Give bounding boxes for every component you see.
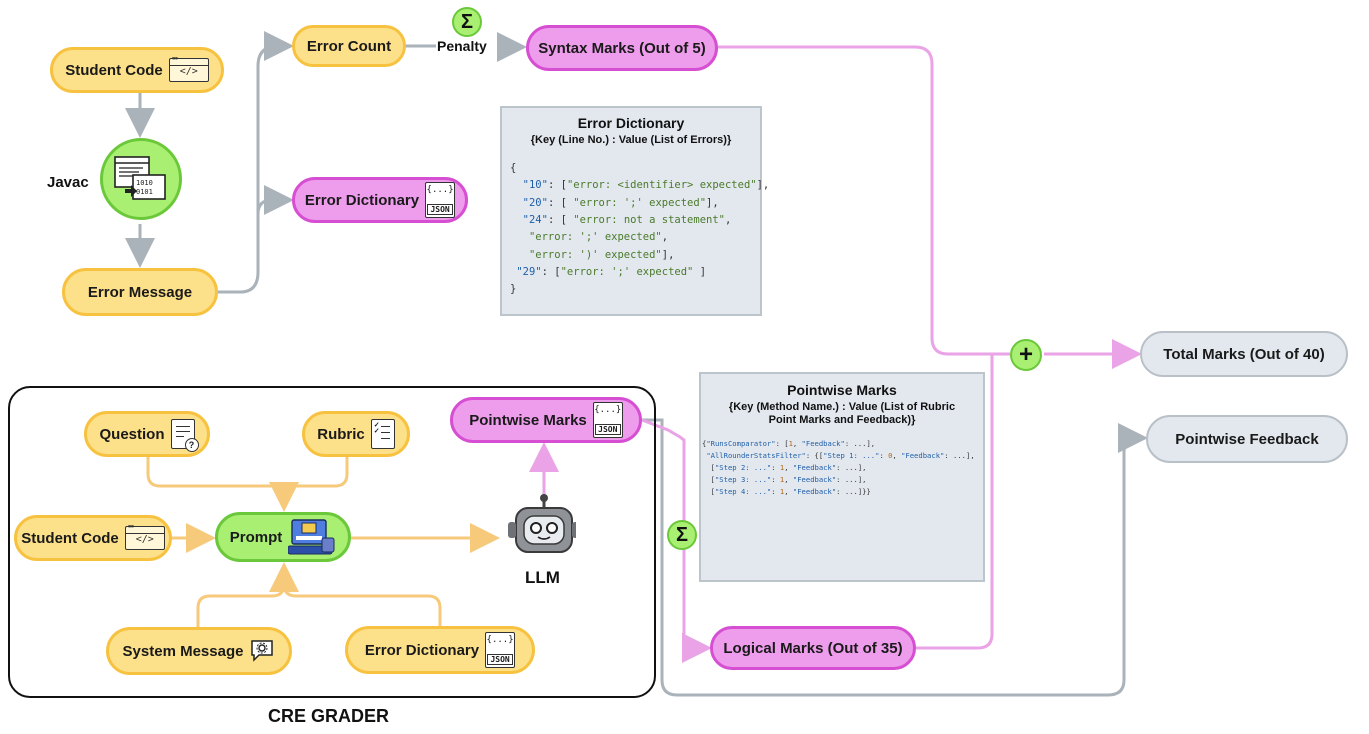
json-file-icon: {...}JSON (592, 402, 623, 438)
student-code-node: Student Code </> (50, 47, 224, 93)
pointwise-code: {"RunsComparator": [1, "Feedback": ...],… (702, 438, 983, 497)
student-code-label: Student Code (65, 61, 163, 79)
arrow-message-to-count (218, 31, 294, 294)
error-dict-line: "error: ')' expected"], (528, 248, 675, 261)
pointwise-feedback-node: Pointwise Feedback (1146, 415, 1348, 463)
question-label: Question (99, 425, 165, 443)
json-file-icon: {...}JSON (485, 632, 516, 668)
pointwise-feedback-label: Pointwise Feedback (1175, 430, 1319, 448)
pointwise-marks-panel: Pointwise Marks {Key (Method Name.) : Va… (699, 372, 985, 582)
prompt-label: Prompt (229, 528, 283, 546)
penalty-label: Penalty (437, 38, 487, 54)
cre-grader-caption: CRE GRADER (268, 706, 390, 726)
error-dict-line: "error: ';' expected", (528, 231, 669, 244)
system-message-node: System Message (106, 627, 292, 675)
error-dict-line: { (510, 162, 517, 174)
system-message-label: System Message (122, 642, 244, 660)
error-dictionary-node: Error Dictionary {...}JSON (292, 177, 468, 223)
pointwise-panel-subtitle-1: {Key (Method Name.) : Value (List of Rub… (728, 401, 956, 413)
error-dictionary-panel-title: Error Dictionary (577, 115, 685, 131)
sum-icon-logical: Σ (667, 520, 697, 550)
arrow-pointwise-feedback (642, 418, 1148, 697)
error-message-label: Error Message (87, 283, 193, 301)
total-marks-label: Total Marks (Out of 40) (1163, 345, 1325, 363)
student-code-input-label: Student Code (21, 529, 119, 547)
arrow-rubric-to-prompt (282, 456, 349, 499)
arrow-message-to-dict (256, 185, 294, 220)
pointwise-panel-subtitle-2: Point Marks and Feedback)} (768, 414, 916, 426)
rubric-node: Rubric ✓ ✓ (302, 411, 410, 457)
javac-circle: 1010 0101 (100, 138, 182, 220)
json-file-icon: {...}JSON (425, 182, 456, 218)
javac-label: Javac (47, 174, 89, 191)
plus-circle: + (1010, 339, 1042, 371)
student-code-input-node: Student Code </> (14, 515, 172, 561)
syntax-marks-label: Syntax Marks (Out of 5) (538, 39, 706, 57)
sum-icon-top: Σ (452, 7, 482, 37)
error-message-node: Error Message (62, 268, 218, 316)
arrow-syntax-to-total (718, 45, 1010, 356)
error-dict-line: } (510, 283, 517, 296)
error-dictionary-panel: Error Dictionary {Key (Line No.) : Value… (500, 106, 770, 316)
pointwise-line: "AllRounderStatsFilter": {["Step 1: ..."… (706, 450, 975, 460)
chat-gear-icon (251, 640, 274, 662)
arrow-errdict-to-prompt (282, 583, 442, 628)
error-dictionary-input-node: Error Dictionary {...}JSON (345, 626, 535, 674)
logical-marks-label: Logical Marks (Out of 35) (723, 639, 903, 657)
rubric-checklist-icon: ✓ ✓ (370, 419, 395, 449)
pointwise-marks-node: Pointwise Marks {...}JSON (450, 397, 642, 443)
prompt-node: Prompt (215, 512, 351, 562)
error-dict-line: "29": ["error: ';' expected" ] (516, 265, 707, 278)
error-dictionary-code: { "10": ["error: <identifier> expected"]… (510, 160, 770, 299)
arrow-logical-to-plus (915, 354, 994, 650)
svg-text:1010: 1010 (136, 179, 153, 187)
rubric-label: Rubric (317, 425, 365, 443)
robot-icon (508, 494, 576, 553)
error-dict-line: "20": [ "error: ';' expected"], (522, 196, 719, 209)
cre-grader-frame (8, 386, 656, 698)
logical-marks-node: Logical Marks (Out of 35) (710, 626, 916, 670)
pointwise-line: {"RunsComparator": [1, "Feedback": ...], (702, 439, 876, 448)
arrow-pointwise-to-logical (641, 418, 712, 663)
pointwise-line: ["Step 4: ...": 1, "Feedback": ...]}} (710, 486, 871, 496)
pointwise-panel-title: Pointwise Marks (787, 382, 897, 398)
error-count-node: Error Count (292, 25, 406, 67)
error-dictionary-input-label: Error Dictionary (364, 641, 480, 659)
pointwise-line: ["Step 2: ...": 1, "Feedback": ...], (710, 462, 867, 472)
prompt-screen-icon (288, 519, 335, 555)
syntax-marks-node: Syntax Marks (Out of 5) (526, 25, 718, 71)
question-node: Question ? (84, 411, 210, 457)
error-dict-line: "24": [ "error: not a statement", (522, 213, 732, 226)
error-dict-line: "10": ["error: <identifier> expected"], (522, 179, 770, 192)
llm-label: LLM (525, 568, 560, 587)
question-doc-icon: ? (170, 419, 199, 452)
total-marks-node: Total Marks (Out of 40) (1140, 331, 1348, 377)
plus-icon: + (1018, 341, 1033, 368)
code-window-icon: </> (124, 522, 165, 550)
svg-text:0101: 0101 (136, 188, 153, 196)
code-window-icon: </> (168, 54, 209, 82)
error-dictionary-label: Error Dictionary (304, 191, 420, 209)
error-count-label: Error Count (306, 37, 392, 55)
pointwise-marks-label: Pointwise Marks (469, 411, 587, 429)
pointwise-line: ["Step 3: ...": 1, "Feedback": ...], (710, 474, 867, 484)
compiler-icon: 1010 0101 (114, 156, 166, 200)
error-dictionary-panel-subtitle: {Key (Line No.) : Value (List of Errors)… (530, 134, 732, 146)
